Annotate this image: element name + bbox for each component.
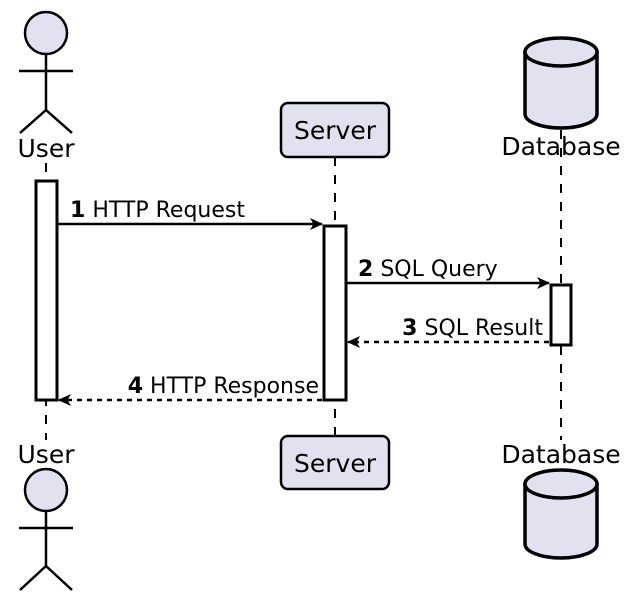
message-1[interactable]: 1 HTTP Request bbox=[57, 198, 323, 230]
message-4-text: HTTP Response bbox=[150, 374, 319, 399]
participant-box-server-top bbox=[279, 101, 391, 159]
message-4-label: 4 HTTP Response bbox=[128, 374, 319, 399]
database-cylinder-body-icon bbox=[523, 50, 599, 130]
participant-user-top[interactable]: User bbox=[18, 10, 76, 163]
participant-label-database-bottom: Database bbox=[501, 440, 620, 469]
participant-label-server-bottom: Server bbox=[294, 449, 377, 478]
message-4[interactable]: 4 HTTP Response bbox=[58, 374, 322, 406]
database-cylinder-body-icon-bottom bbox=[523, 482, 599, 560]
message-1-label: 1 HTTP Request bbox=[70, 198, 245, 223]
activation-bar-server bbox=[322, 224, 348, 402]
message-1-seq: 1 bbox=[70, 198, 85, 223]
message-3-label: 3 SQL Result bbox=[402, 316, 543, 341]
participant-label-user-bottom: User bbox=[18, 440, 76, 469]
participant-database-bottom[interactable]: Database bbox=[501, 440, 621, 560]
actor-right-leg-line-bottom bbox=[45, 565, 73, 591]
participant-user-bottom[interactable]: User bbox=[18, 440, 76, 591]
message-4-seq: 4 bbox=[128, 374, 143, 399]
actor-head-icon-bottom bbox=[23, 467, 69, 513]
actor-right-leg-line bbox=[45, 109, 73, 134]
participant-database-top[interactable]: Database bbox=[501, 36, 621, 161]
message-2[interactable]: 2 SQL Query bbox=[346, 257, 550, 289]
activation-bars bbox=[34, 179, 573, 402]
message-2-text: SQL Query bbox=[380, 257, 497, 282]
message-3-text: SQL Result bbox=[424, 316, 543, 341]
participant-label-user-top: User bbox=[18, 134, 76, 163]
participant-box-server-bottom bbox=[279, 434, 391, 491]
message-2-seq: 2 bbox=[358, 257, 373, 282]
participant-server-top[interactable]: Server bbox=[279, 101, 391, 159]
database-cylinder-top-icon-bottom bbox=[523, 468, 599, 500]
message-3[interactable]: 3 SQL Result bbox=[347, 316, 549, 348]
participant-label-server-top: Server bbox=[294, 116, 377, 145]
database-cylinder-top-icon bbox=[523, 36, 599, 68]
participant-server-bottom[interactable]: Server bbox=[279, 434, 391, 491]
lifelines bbox=[45, 130, 562, 440]
message-2-label: 2 SQL Query bbox=[358, 257, 498, 282]
activation-bar-database bbox=[549, 283, 573, 347]
participant-label-database-top: Database bbox=[501, 132, 620, 161]
actor-left-leg-line bbox=[19, 109, 47, 134]
message-3-seq: 3 bbox=[402, 316, 417, 341]
activation-bar-user bbox=[34, 179, 59, 402]
message-1-text: HTTP Request bbox=[92, 198, 245, 223]
actor-left-leg-line-bottom bbox=[19, 565, 47, 591]
actor-head-icon bbox=[23, 10, 69, 56]
